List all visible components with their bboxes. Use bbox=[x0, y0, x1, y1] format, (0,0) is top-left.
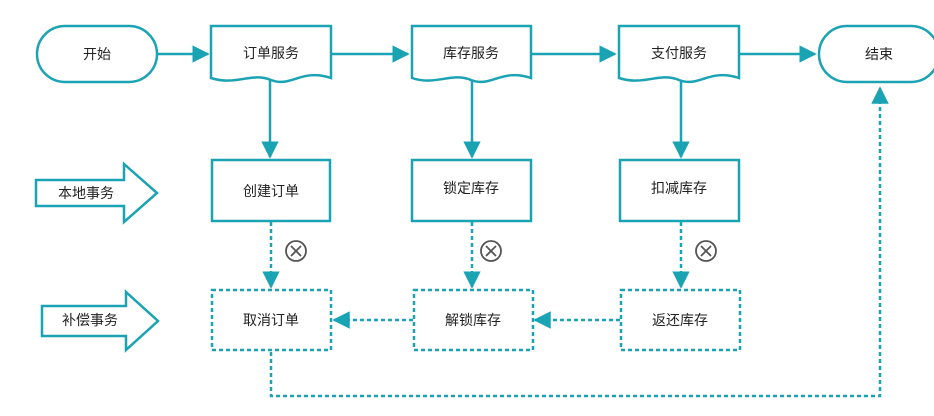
inventory-service-node: 库存服务 bbox=[410, 24, 533, 84]
return-inventory-label: 返还库存 bbox=[652, 313, 708, 329]
deduct-inventory-node: 扣减库存 bbox=[618, 158, 741, 223]
local-transaction-label: 本地事务 bbox=[58, 186, 114, 202]
lock-inventory-node: 锁定库存 bbox=[410, 158, 533, 223]
compensating-transaction-label: 补偿事务 bbox=[62, 313, 118, 329]
payment-service-label: 支付服务 bbox=[651, 46, 707, 62]
deduct-inventory-label: 扣减库存 bbox=[651, 181, 707, 197]
end-label: 结束 bbox=[865, 47, 893, 63]
start-node: 开始 bbox=[35, 24, 159, 84]
failure-x-icon bbox=[480, 240, 502, 262]
solid-connectors bbox=[157, 45, 817, 159]
dashed-connectors bbox=[262, 86, 889, 398]
start-label: 开始 bbox=[83, 47, 111, 63]
cancel-order-node: 取消订单 bbox=[210, 288, 333, 352]
inventory-service-label: 库存服务 bbox=[443, 46, 499, 62]
create-order-node: 创建订单 bbox=[210, 158, 332, 223]
unlock-inventory-node: 解锁库存 bbox=[412, 288, 535, 352]
order-service-label: 订单服务 bbox=[243, 46, 299, 62]
end-node: 结束 bbox=[817, 24, 934, 84]
order-service-node: 订单服务 bbox=[209, 24, 333, 84]
cancel-order-label: 取消订单 bbox=[243, 313, 299, 329]
payment-service-node: 支付服务 bbox=[617, 24, 741, 84]
create-order-label: 创建订单 bbox=[243, 184, 299, 200]
row-label-local-transaction: 本地事务 bbox=[34, 161, 159, 225]
unlock-inventory-label: 解锁库存 bbox=[445, 313, 501, 329]
failure-x-icon bbox=[285, 240, 307, 262]
row-label-compensating-transaction: 补偿事务 bbox=[40, 289, 160, 353]
dash-cancel-to-end bbox=[269, 86, 889, 398]
return-inventory-node: 返还库存 bbox=[619, 288, 742, 352]
lock-inventory-label: 锁定库存 bbox=[443, 181, 499, 197]
failure-x-icon bbox=[695, 240, 717, 262]
